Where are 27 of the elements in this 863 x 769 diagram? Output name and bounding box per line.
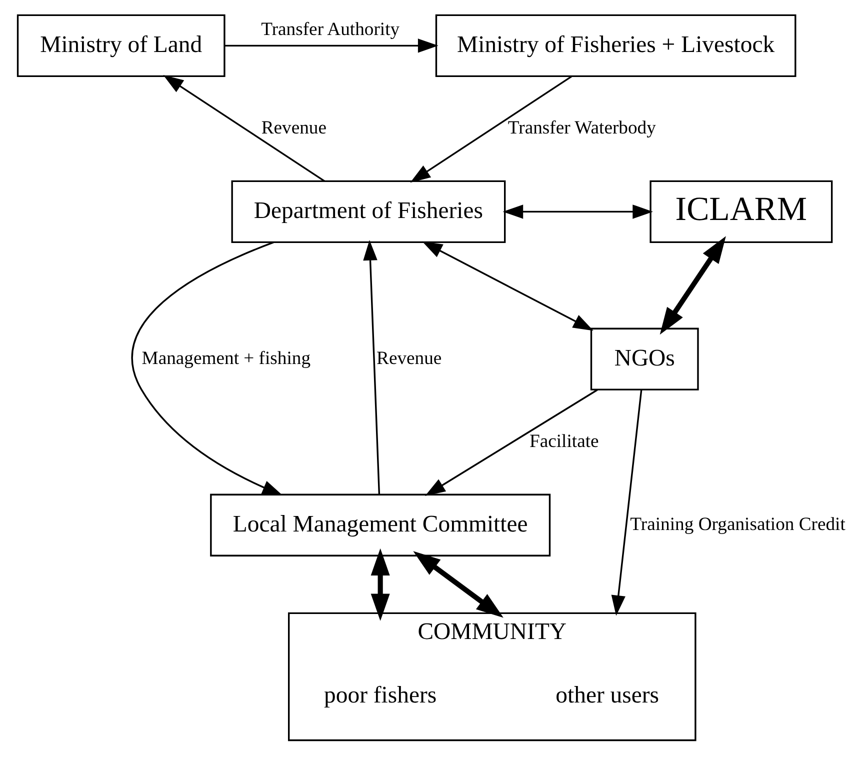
arrow — [422, 241, 593, 331]
arrow — [412, 551, 503, 618]
arrow — [224, 38, 438, 53]
arrow — [424, 389, 598, 496]
node-box: Local Management Committee — [210, 494, 550, 556]
edge-label: Revenue — [260, 117, 326, 138]
node-text: poor fishers — [324, 682, 436, 708]
arrow — [370, 548, 390, 621]
arrow — [362, 240, 380, 495]
arrow — [410, 76, 572, 183]
edge-label: Transfer Authority — [260, 19, 400, 40]
arrow — [162, 75, 325, 182]
edge-label: Revenue — [376, 348, 442, 369]
node-text: other users — [555, 682, 659, 708]
arrow — [130, 242, 282, 496]
edge-label: Training Organisation Credit — [630, 514, 845, 535]
edge-label: Transfer Waterbody — [507, 117, 656, 138]
edge-label: Facilitate — [528, 430, 598, 452]
node-box: Department of Fisheries — [230, 180, 506, 244]
arrow — [502, 204, 652, 219]
node-box: ICLARM — [649, 180, 832, 244]
arrow — [659, 236, 726, 335]
node-box: Ministry of Fisheries + Livestock — [434, 14, 796, 77]
node-box: Ministry of Land — [16, 14, 225, 77]
node-box: NGOs — [590, 328, 698, 390]
edge-label: Management + fishing — [141, 348, 310, 369]
arrow — [610, 390, 642, 616]
